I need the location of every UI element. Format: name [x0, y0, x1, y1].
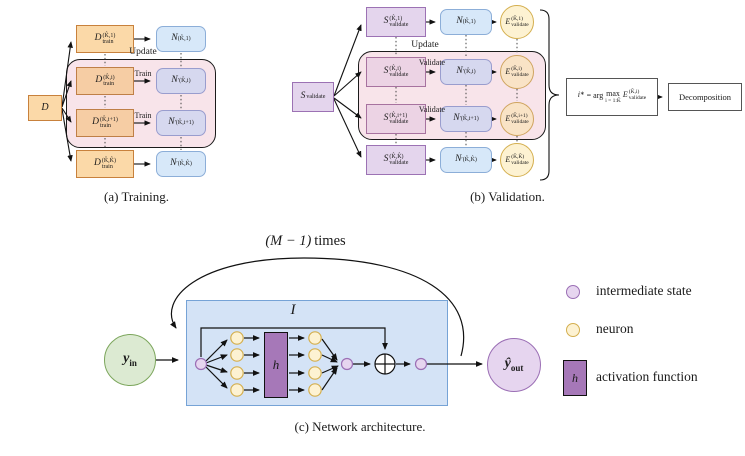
dataset-source-box: D — [28, 95, 62, 121]
train-dataset-box: D(K̂,i+1)train — [76, 109, 134, 137]
fan-arrow — [333, 71, 362, 97]
legend-intermediate-state-icon — [566, 285, 580, 299]
caption-a: (a) Training. — [104, 189, 169, 204]
skip-connection — [200, 327, 388, 357]
neuron-node — [308, 331, 322, 345]
validation-set-box: S(K̂,K̂)validate — [366, 145, 426, 175]
repeat-loop-arc — [170, 257, 465, 357]
network-box: N′(K̂,i+1) — [156, 110, 206, 136]
fan-arrow — [61, 108, 73, 162]
converge-arrow — [321, 338, 338, 361]
network-box: N(K̂,1) — [156, 26, 206, 52]
sum-node — [374, 353, 396, 375]
network-box: N′(K̂,K̂) — [156, 151, 206, 177]
intermediate-state-node — [414, 357, 428, 371]
network-box: N′(K̂,i) — [156, 68, 206, 94]
validation-error-circle: E(K̂,1)validate — [500, 5, 534, 39]
neuron-node — [308, 348, 322, 362]
fan-arrow — [205, 339, 228, 362]
network-box: N′(K̂,K̂) — [440, 147, 492, 173]
fan-arrow — [333, 24, 362, 97]
fan-arrow — [333, 97, 362, 119]
legend-activation-icon: h — [563, 360, 587, 396]
legend-neuron-label: neuron — [596, 321, 634, 336]
update-label: Update — [411, 40, 439, 50]
validation-set-box: S(K̂,i)validate — [366, 57, 426, 87]
legend-intermediate-state-label: intermediate state — [596, 283, 692, 298]
train-dataset-box: D(K̂,K̂)train — [76, 150, 134, 178]
inner-block-label: I — [290, 302, 296, 318]
repeat-count-label: (M − 1) times — [265, 233, 346, 249]
neuron-node — [230, 383, 244, 397]
validate-arrow-label: Validate — [418, 58, 446, 67]
validation-error-circle: E(K̂,i)validate — [500, 55, 534, 89]
validation-error-circle: E(K̂,K̂)validate — [500, 143, 534, 177]
network-box: N′(K̂,i) — [440, 59, 492, 85]
validation-set-box: S(K̂,i+1)validate — [366, 104, 426, 134]
fan-arrow — [205, 366, 228, 389]
neuron-node — [230, 348, 244, 362]
fan-arrow — [205, 364, 228, 373]
converge-arrow — [321, 367, 338, 391]
fan-arrow — [333, 98, 362, 158]
fan-arrow — [61, 41, 73, 108]
legend-activation-label: activation function — [596, 369, 698, 384]
output-node: ŷout — [487, 338, 541, 392]
validation-error-circle: E(K̂,i+1)validate — [500, 102, 534, 136]
validate-arrow-label: Validate — [418, 105, 446, 114]
fan-arrow — [205, 354, 228, 364]
fan-arrow — [61, 107, 72, 123]
input-node: yin — [104, 334, 156, 386]
train-dataset-box: D(K̂,1)train — [76, 25, 134, 53]
decomposition-box: Decomposition — [668, 83, 742, 111]
update-label: Update — [129, 47, 157, 57]
network-box: N(K̂,1) — [440, 9, 492, 35]
neuron-node — [308, 366, 322, 380]
neuron-node — [308, 383, 322, 397]
converge-arrow — [321, 354, 338, 363]
legend-neuron-icon — [566, 323, 580, 337]
caption-c: (c) Network architecture. — [294, 419, 426, 434]
validation-set-box: S(K̂,1)validate — [366, 7, 426, 37]
neuron-node — [230, 331, 244, 345]
fan-arrow — [61, 80, 72, 108]
intermediate-state-node — [340, 357, 354, 371]
activation-function-block: h — [264, 332, 288, 398]
train-arrow-label: Train — [134, 111, 152, 120]
converge-arrow — [321, 365, 339, 374]
train-dataset-box: D(K̂,i)train — [76, 67, 134, 95]
train-arrow-label: Train — [134, 69, 152, 78]
neuron-node — [230, 366, 244, 380]
network-box: N′(K̂,i+1) — [440, 106, 492, 132]
collect-brace — [539, 9, 560, 181]
caption-b: (b) Validation. — [470, 189, 545, 204]
intermediate-state-node — [194, 357, 208, 371]
